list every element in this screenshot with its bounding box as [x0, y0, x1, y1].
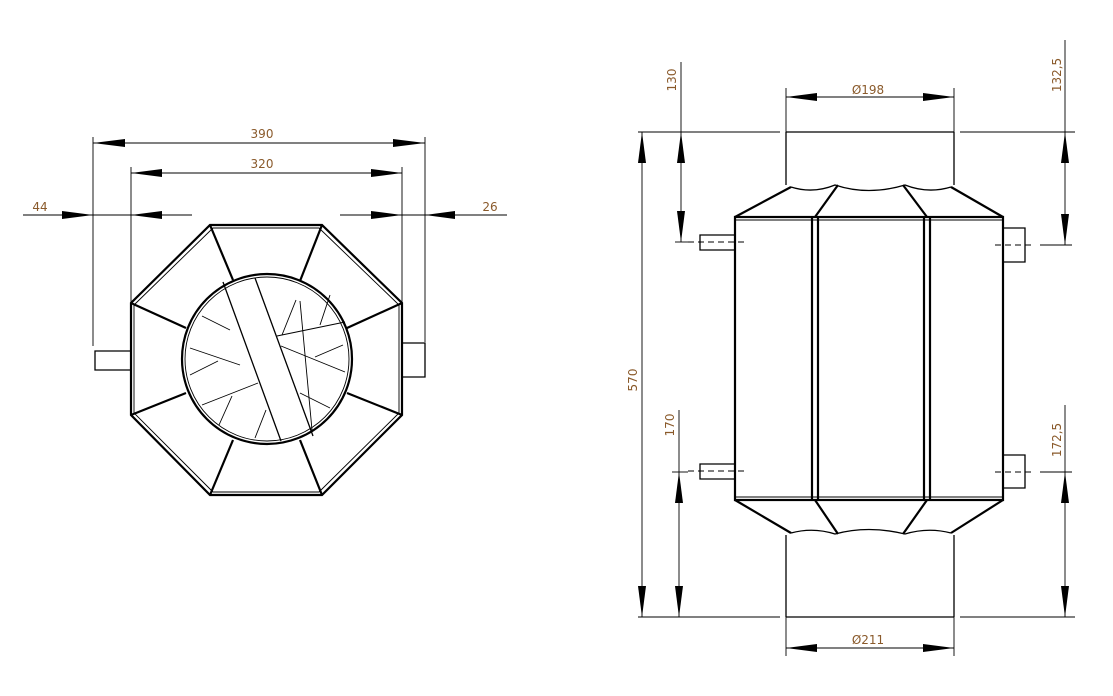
dimension-text: 390: [251, 127, 274, 141]
right-pipe: [402, 342, 426, 378]
side-view: Ø198 Ø211 570 130: [626, 40, 1075, 656]
dimension-170: 170: [663, 410, 683, 617]
dimension-172-5: 172,5: [1050, 405, 1069, 617]
dimension-text: 170: [663, 414, 677, 437]
left-upper-nozzle: [688, 234, 745, 251]
dimension-text: Ø198: [852, 83, 884, 97]
dimension-320: 320: [131, 157, 402, 177]
dimension-text: 130: [665, 69, 679, 92]
dimension-390: 390: [93, 127, 425, 147]
left-lower-nozzle: [688, 463, 745, 480]
dimension-570: 570: [626, 132, 646, 617]
dimension-text: 26: [482, 200, 497, 214]
dimension-diameter-198: Ø198: [785, 83, 955, 132]
heat-exchanger-body: [733, 184, 1005, 535]
dimension-text: Ø211: [852, 633, 884, 647]
inner-circle: [180, 272, 354, 446]
dimension-44: 44: [23, 200, 192, 219]
dimension-26: 26: [340, 200, 507, 219]
dimension-diameter-211: Ø211: [785, 617, 955, 656]
right-upper-nozzle: [995, 227, 1035, 263]
octagon-body: [129, 223, 404, 497]
right-lower-nozzle: [995, 454, 1035, 489]
dimension-text: 320: [251, 157, 274, 171]
bottom-pipe: [785, 528, 955, 618]
diagonal-baffle: [222, 277, 314, 442]
front-view: 390 320 44 26: [23, 127, 507, 497]
blades: [189, 294, 346, 439]
dimension-130: 130: [665, 62, 685, 242]
top-pipe: [785, 131, 955, 192]
radial-fins: [130, 224, 403, 496]
dimension-text: 44: [32, 200, 47, 214]
left-pipe: [94, 350, 131, 371]
dimension-text: 172,5: [1050, 423, 1064, 457]
dimension-text: 132,5: [1050, 58, 1064, 92]
dimension-text: 570: [626, 369, 640, 392]
dimension-132-5: 132,5: [1050, 40, 1069, 245]
